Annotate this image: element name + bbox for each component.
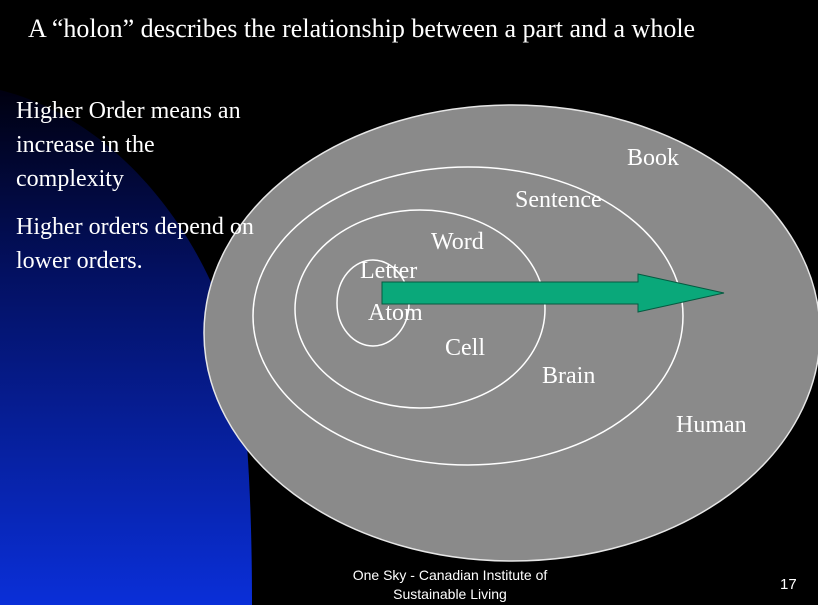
footer: One Sky - Canadian Institute of Sustaina… [320, 566, 580, 604]
footer-line: One Sky - Canadian Institute of [352, 567, 548, 583]
label-atom: Atom [368, 300, 423, 326]
label-cell: Cell [445, 335, 485, 361]
label-letter: Letter [360, 258, 418, 284]
bullet-item: Higher orders depend on lower orders. [16, 214, 254, 274]
label-book: Book [627, 145, 680, 171]
label-brain: Brain [542, 363, 596, 389]
bullet-list: Higher Order means an increase in the co… [16, 94, 266, 292]
label-human: Human [676, 412, 747, 438]
complexity-arrow [381, 273, 725, 313]
label-word: Word [431, 229, 484, 255]
bullet-item: Higher Order means an increase in the co… [16, 98, 241, 192]
outer-ellipse [203, 104, 818, 562]
ring-word [294, 209, 546, 409]
footer-line: Sustainable Living [393, 586, 507, 602]
background-blue-swoosh [0, 90, 252, 605]
slide-title: A “holon” describes the relationship bet… [28, 14, 696, 43]
ring-sentence [252, 166, 684, 466]
label-sentence: Sentence [515, 187, 602, 213]
page-number: 17 [780, 576, 797, 593]
